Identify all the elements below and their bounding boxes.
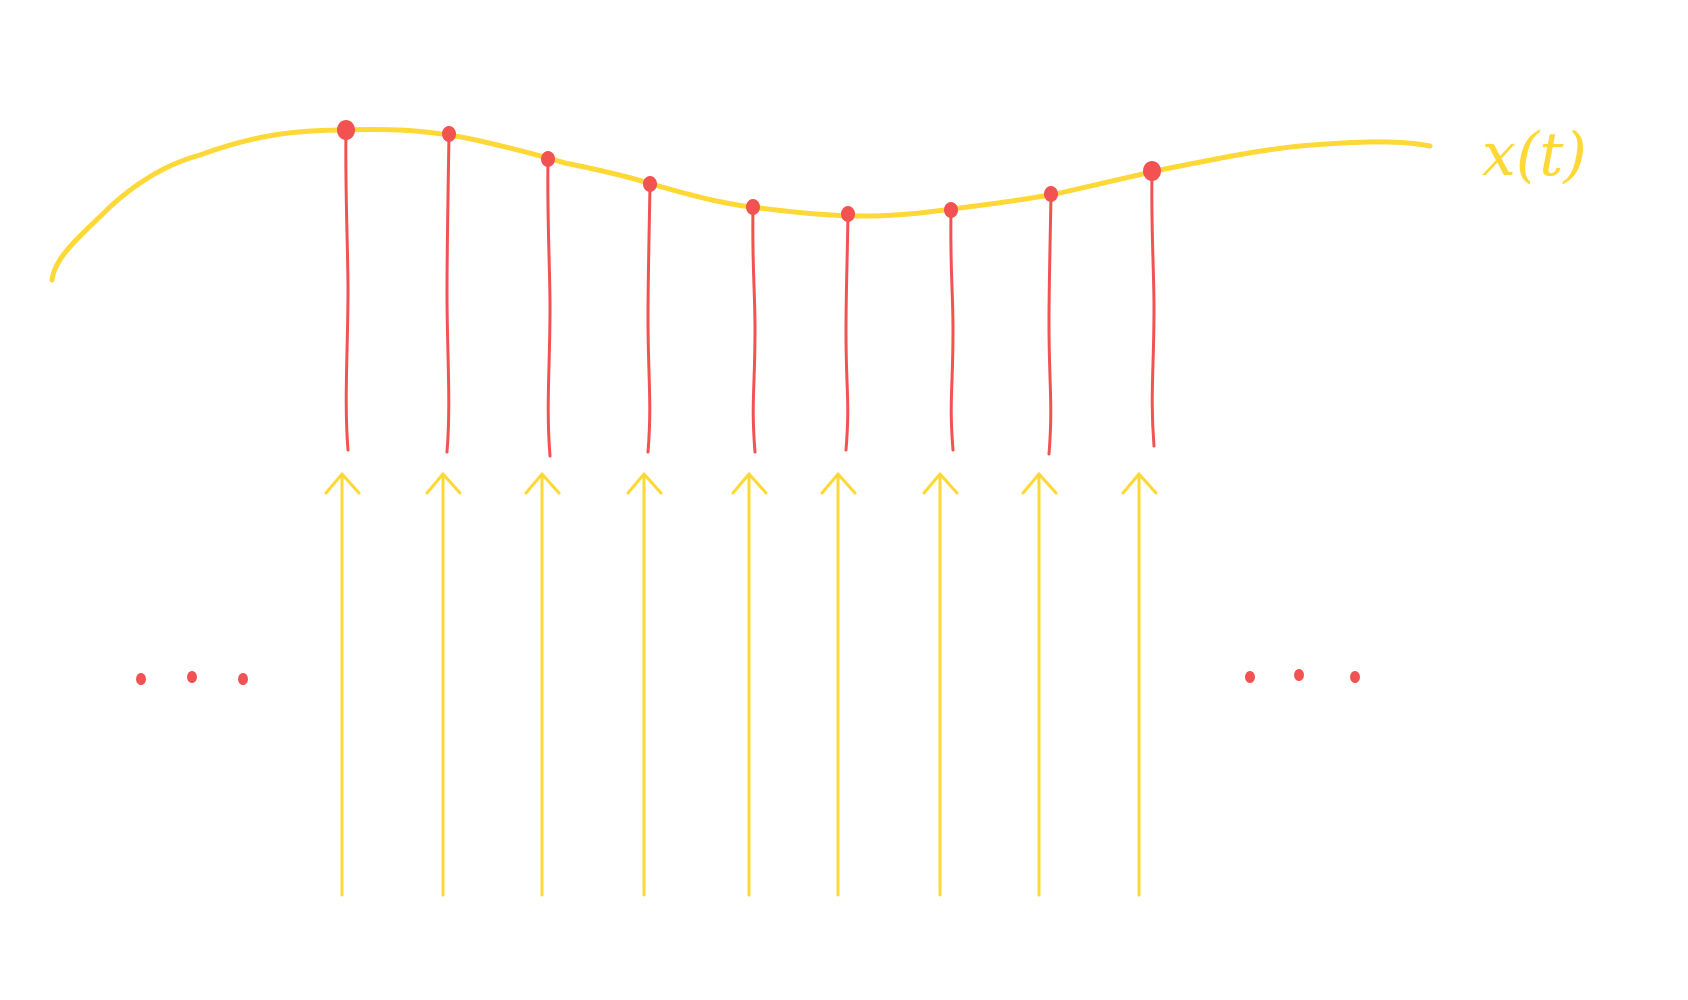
sample-point [442,126,456,142]
sample-stem [844,212,850,452]
sampling-arrow-head [1021,472,1058,495]
sample-point [337,120,355,140]
sampling-arrow-head [626,472,663,495]
sample-point [541,151,555,167]
sampling-arrow-head [731,472,768,495]
ellipsis-dot [187,671,197,683]
signal-curve [49,126,1433,283]
sampling-arrow-head [524,472,561,495]
sample-stem [1150,169,1156,448]
sample-stem [751,205,757,454]
ellipsis-dot [238,673,248,685]
ellipsis-dot [136,673,146,685]
sampling-arrow-head [324,472,361,495]
ellipsis-right [1245,669,1360,683]
sample-point [643,176,657,192]
sample-stem [646,182,652,454]
sample-stem [445,132,451,454]
sample-point [841,206,855,222]
sample-stem [344,128,350,452]
sample-stem [949,208,955,452]
sample-point [1143,161,1161,181]
sample-stem [1047,192,1053,456]
sample-stem [546,157,552,458]
ellipsis-dot [1350,671,1360,683]
sample-point [944,202,958,218]
curve-label: x(t) [1482,120,1587,190]
sampling-arrow-head [820,472,857,495]
sample-point [1044,186,1058,202]
ellipsis-dot [1294,669,1304,681]
sampling-arrows [324,472,1158,897]
sampling-arrow-head [922,472,959,495]
sampling-arrow-head [425,472,462,495]
ellipsis-left [136,671,248,685]
sample-point [746,199,760,215]
ellipsis-dot [1245,671,1255,683]
sampling-arrow-head [1121,472,1158,495]
sample-stems [337,120,1161,458]
